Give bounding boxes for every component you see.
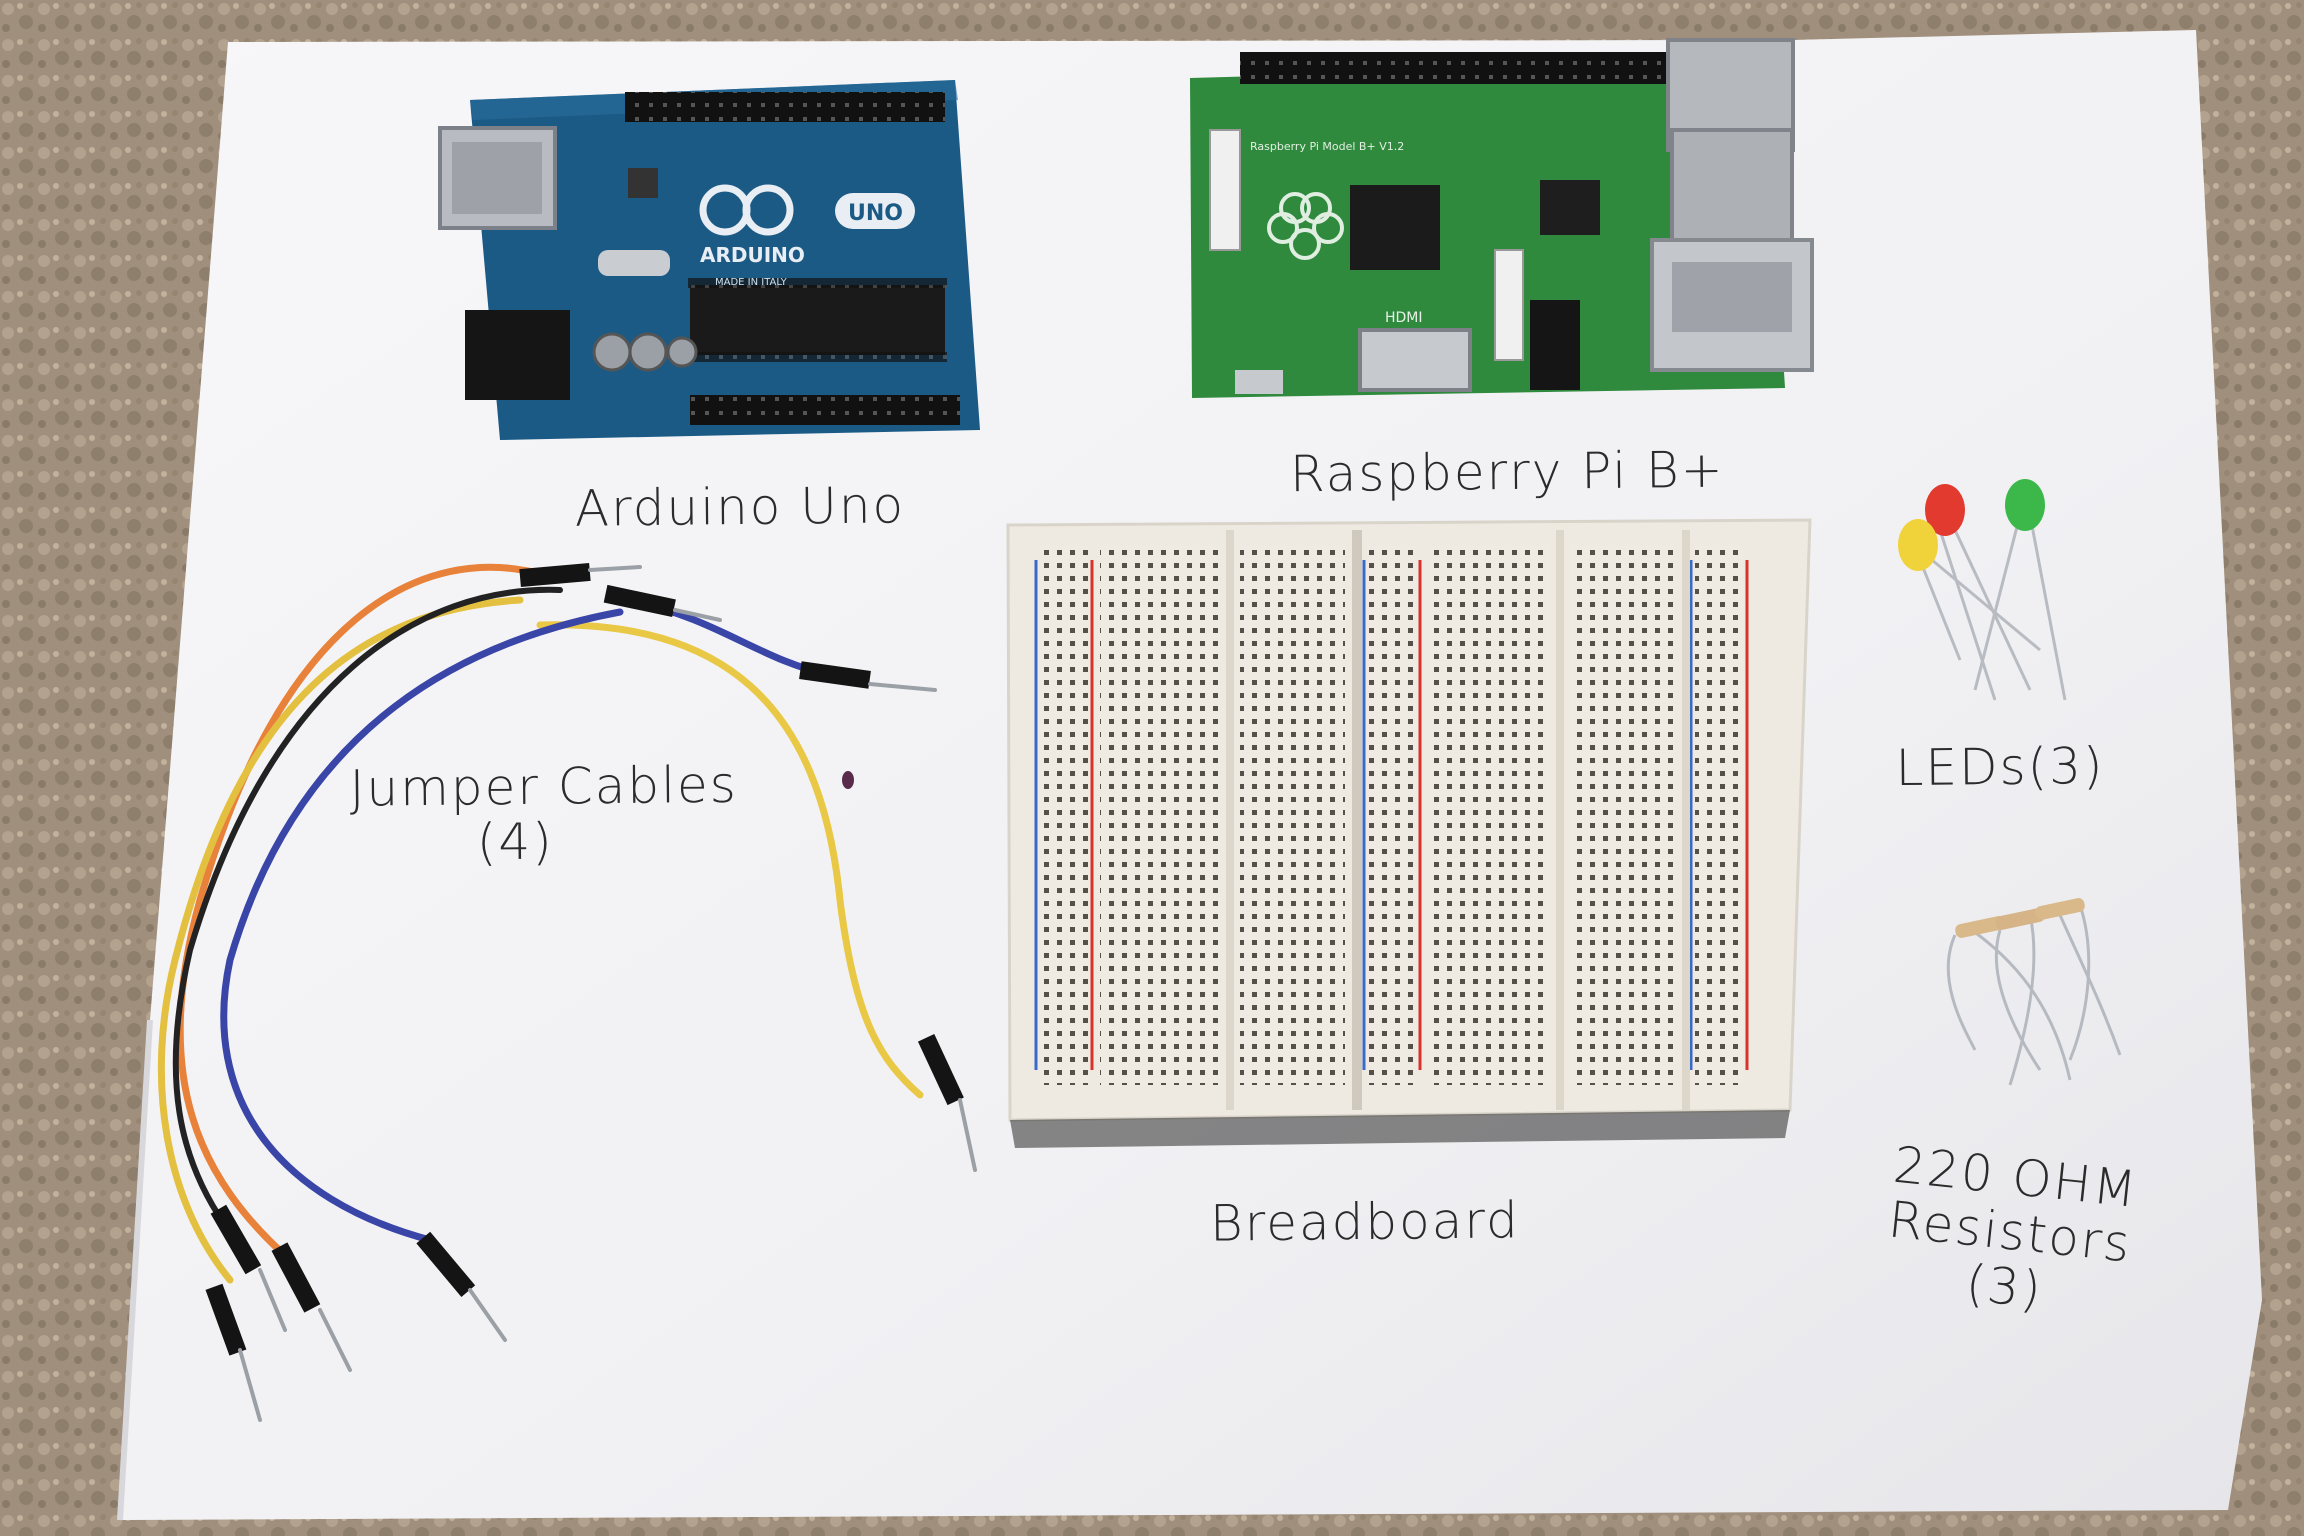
jumper-connector <box>519 562 591 588</box>
label-jumper-cables-line2: (4) <box>476 812 554 872</box>
jumper-wire-black <box>172 586 563 1228</box>
paper-shadow-edge <box>117 1019 153 1521</box>
pi-model-text: Raspberry Pi Model B+ V1.2 <box>1250 140 1404 153</box>
pi-micro-usb-port <box>1235 370 1283 394</box>
label-leds: LEDs(3) <box>1885 736 2116 798</box>
label-jumper-cables: Jumper Cables (4) <box>349 755 739 872</box>
jumper-wire-yellow-lower <box>157 596 524 1284</box>
label-raspberry-pi-text: Raspberry Pi B+ <box>1289 440 1725 504</box>
led-red <box>1925 484 1965 536</box>
label-raspberry-pi: Raspberry Pi B+ <box>1289 440 1725 504</box>
resistor-body <box>1955 916 2005 938</box>
label-arduino-uno: Arduino Uno <box>570 476 911 538</box>
jumper-connector <box>799 661 871 689</box>
arduino-digital-header <box>625 92 945 122</box>
breadboard-holes-right <box>1570 545 1675 1085</box>
pi-hdmi-port <box>1358 328 1472 392</box>
label-arduino-uno-text: Arduino Uno <box>574 476 906 538</box>
label-leds-text: LEDs(3) <box>1895 736 2105 798</box>
pi-hdmi-text: HDMI <box>1385 310 1423 326</box>
arduino-power-jack <box>465 310 570 400</box>
pi-audio-jack <box>1530 300 1580 390</box>
raspberry-pi-board: HDMI Raspberry Pi Model B+ V1.2 <box>1190 38 1814 398</box>
arduino-made-in-italy: MADE IN ITALY <box>715 277 788 288</box>
raspberry-logo-icon <box>1267 192 1344 260</box>
label-breadboard-text: Breadboard <box>1209 1191 1521 1253</box>
breadboard <box>1006 518 1812 1148</box>
led-yellow <box>1898 519 1938 571</box>
arduino-atmega-chip <box>690 285 945 355</box>
jumper-connector <box>205 1283 247 1356</box>
jumper-wire-yellow <box>536 621 924 1099</box>
pi-gpio-header <box>1240 52 1680 84</box>
arduino-logo-text: ARDUINO <box>700 243 805 267</box>
breadboard-holes-mid-left <box>1240 545 1345 1085</box>
jumper-connector <box>917 1034 964 1106</box>
led-green <box>2005 479 2045 531</box>
resistor-body <box>2035 898 2085 920</box>
pi-soc-chip <box>1350 185 1440 270</box>
resistors <box>1946 898 2122 1086</box>
breadboard-holes-mid-right <box>1430 545 1550 1085</box>
label-jumper-cables-line1: Jumper Cables <box>349 755 739 818</box>
breadboard-holes-left-outer <box>1040 545 1088 1085</box>
label-resistors: 220 OHM Resistors (3) <box>1852 1135 2168 1330</box>
jumper-connector <box>210 1204 262 1275</box>
breadboard-holes-right-outer <box>1695 545 1743 1085</box>
leds <box>1898 479 2067 701</box>
jumper-connector <box>271 1242 321 1313</box>
label-breadboard: Breadboard <box>1209 1191 1521 1253</box>
jumper-wire-orange <box>176 563 549 1264</box>
jumper-cables <box>157 562 977 1422</box>
arduino-analog-header <box>690 395 960 425</box>
pi-usb-port-bottom <box>1670 128 1794 242</box>
resistor-body <box>1995 908 2045 930</box>
jumper-connector <box>416 1231 476 1297</box>
jumper-connector <box>603 584 676 618</box>
arduino-uno-board: ARDUINO UNO MADE IN ITALY <box>438 80 980 440</box>
arduino-model-text: UNO <box>848 201 903 226</box>
breadboard-holes-center-rail <box>1368 545 1416 1085</box>
arduino-logo-icon <box>699 184 915 236</box>
breadboard-holes-left <box>1100 545 1220 1085</box>
